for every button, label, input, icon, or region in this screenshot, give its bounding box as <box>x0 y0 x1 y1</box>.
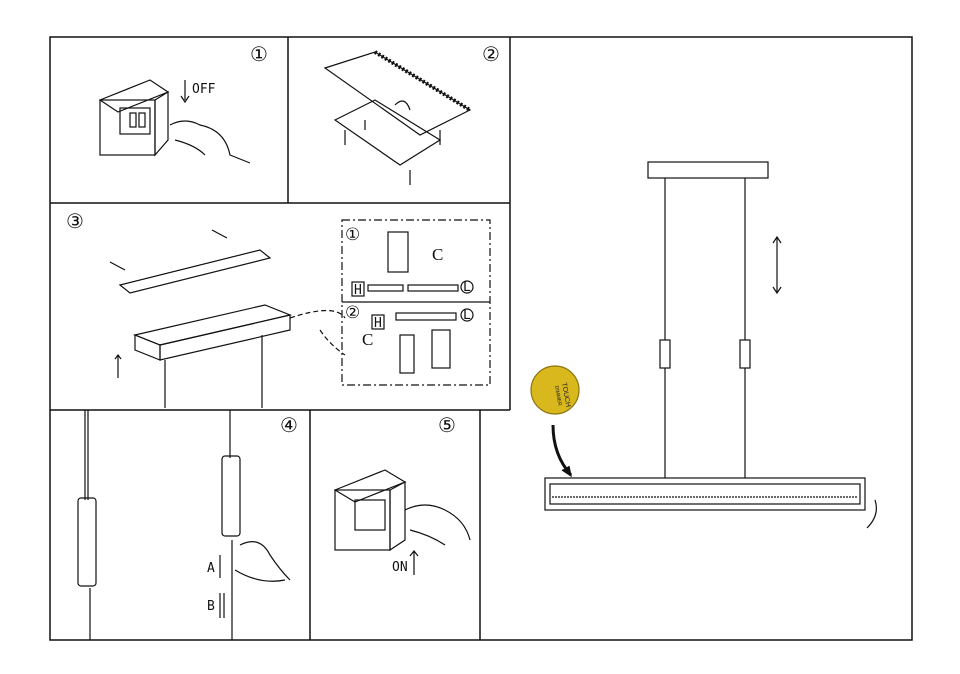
step-number: ② <box>482 42 500 66</box>
switch-box-icon <box>98 79 170 157</box>
wiring-detail-box <box>341 219 491 386</box>
badge-text: TOUCH <box>560 382 571 408</box>
connector-label: C <box>432 245 443 264</box>
hand-icon <box>169 120 251 164</box>
bracket <box>118 249 272 294</box>
lamp-label: L <box>463 280 471 295</box>
canopy <box>132 304 293 346</box>
pendant-lamp <box>544 161 877 529</box>
step-4-panel: ④ A B <box>77 410 298 640</box>
connector-label: C <box>362 330 373 349</box>
step-5-panel: ⑤ ON <box>333 413 471 575</box>
step-2-panel: ② <box>323 42 500 185</box>
lamp-label: L <box>463 308 471 323</box>
panel-grid <box>49 36 913 641</box>
off-label: OFF <box>192 82 216 97</box>
house-label: H <box>354 283 362 298</box>
step-3-panel: ③ ① ② C C H H L L <box>66 209 491 408</box>
tube <box>221 455 241 537</box>
hand-icon <box>404 504 471 546</box>
step-number: ① <box>250 42 268 66</box>
tube <box>77 497 97 587</box>
house-label: H <box>374 316 382 331</box>
badge-text: DIMMER <box>553 385 562 406</box>
label-a: A <box>207 561 215 576</box>
step-number: ③ <box>66 209 84 233</box>
step-number: ⑤ <box>438 413 456 437</box>
step-1-panel: ① OFF <box>98 42 268 164</box>
detail-number: ① <box>345 225 360 244</box>
touch-dimmer-badge: TOUCH DIMMER <box>530 365 580 478</box>
on-label: ON <box>392 560 408 575</box>
step-number: ④ <box>280 413 298 437</box>
hand-icon <box>234 541 291 582</box>
label-b: B <box>207 599 215 614</box>
ceiling-plate <box>323 51 472 136</box>
detail-number: ② <box>345 303 360 322</box>
